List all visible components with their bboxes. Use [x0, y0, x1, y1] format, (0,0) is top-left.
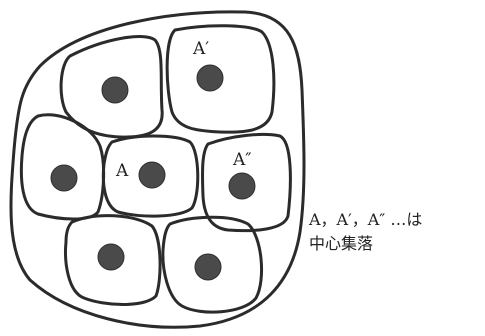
nucleus-middle-left	[51, 165, 77, 191]
nucleus-center	[139, 162, 165, 188]
label-a-prime: A′	[192, 39, 209, 59]
nucleus-bottom-left	[98, 244, 124, 270]
nucleus-middle-right	[229, 173, 255, 199]
caption-line-1: A，A′，A″ …は	[309, 208, 422, 232]
legend-caption: A，A′，A″ …は 中心集落	[309, 208, 422, 256]
nucleus-top-left	[102, 77, 128, 103]
caption-line-2: 中心集落	[309, 232, 422, 256]
nucleus-top-right	[197, 65, 223, 91]
nucleus-bottom-right	[195, 254, 221, 280]
label-a-double-prime: A″	[232, 150, 252, 170]
label-a: A	[115, 161, 129, 181]
